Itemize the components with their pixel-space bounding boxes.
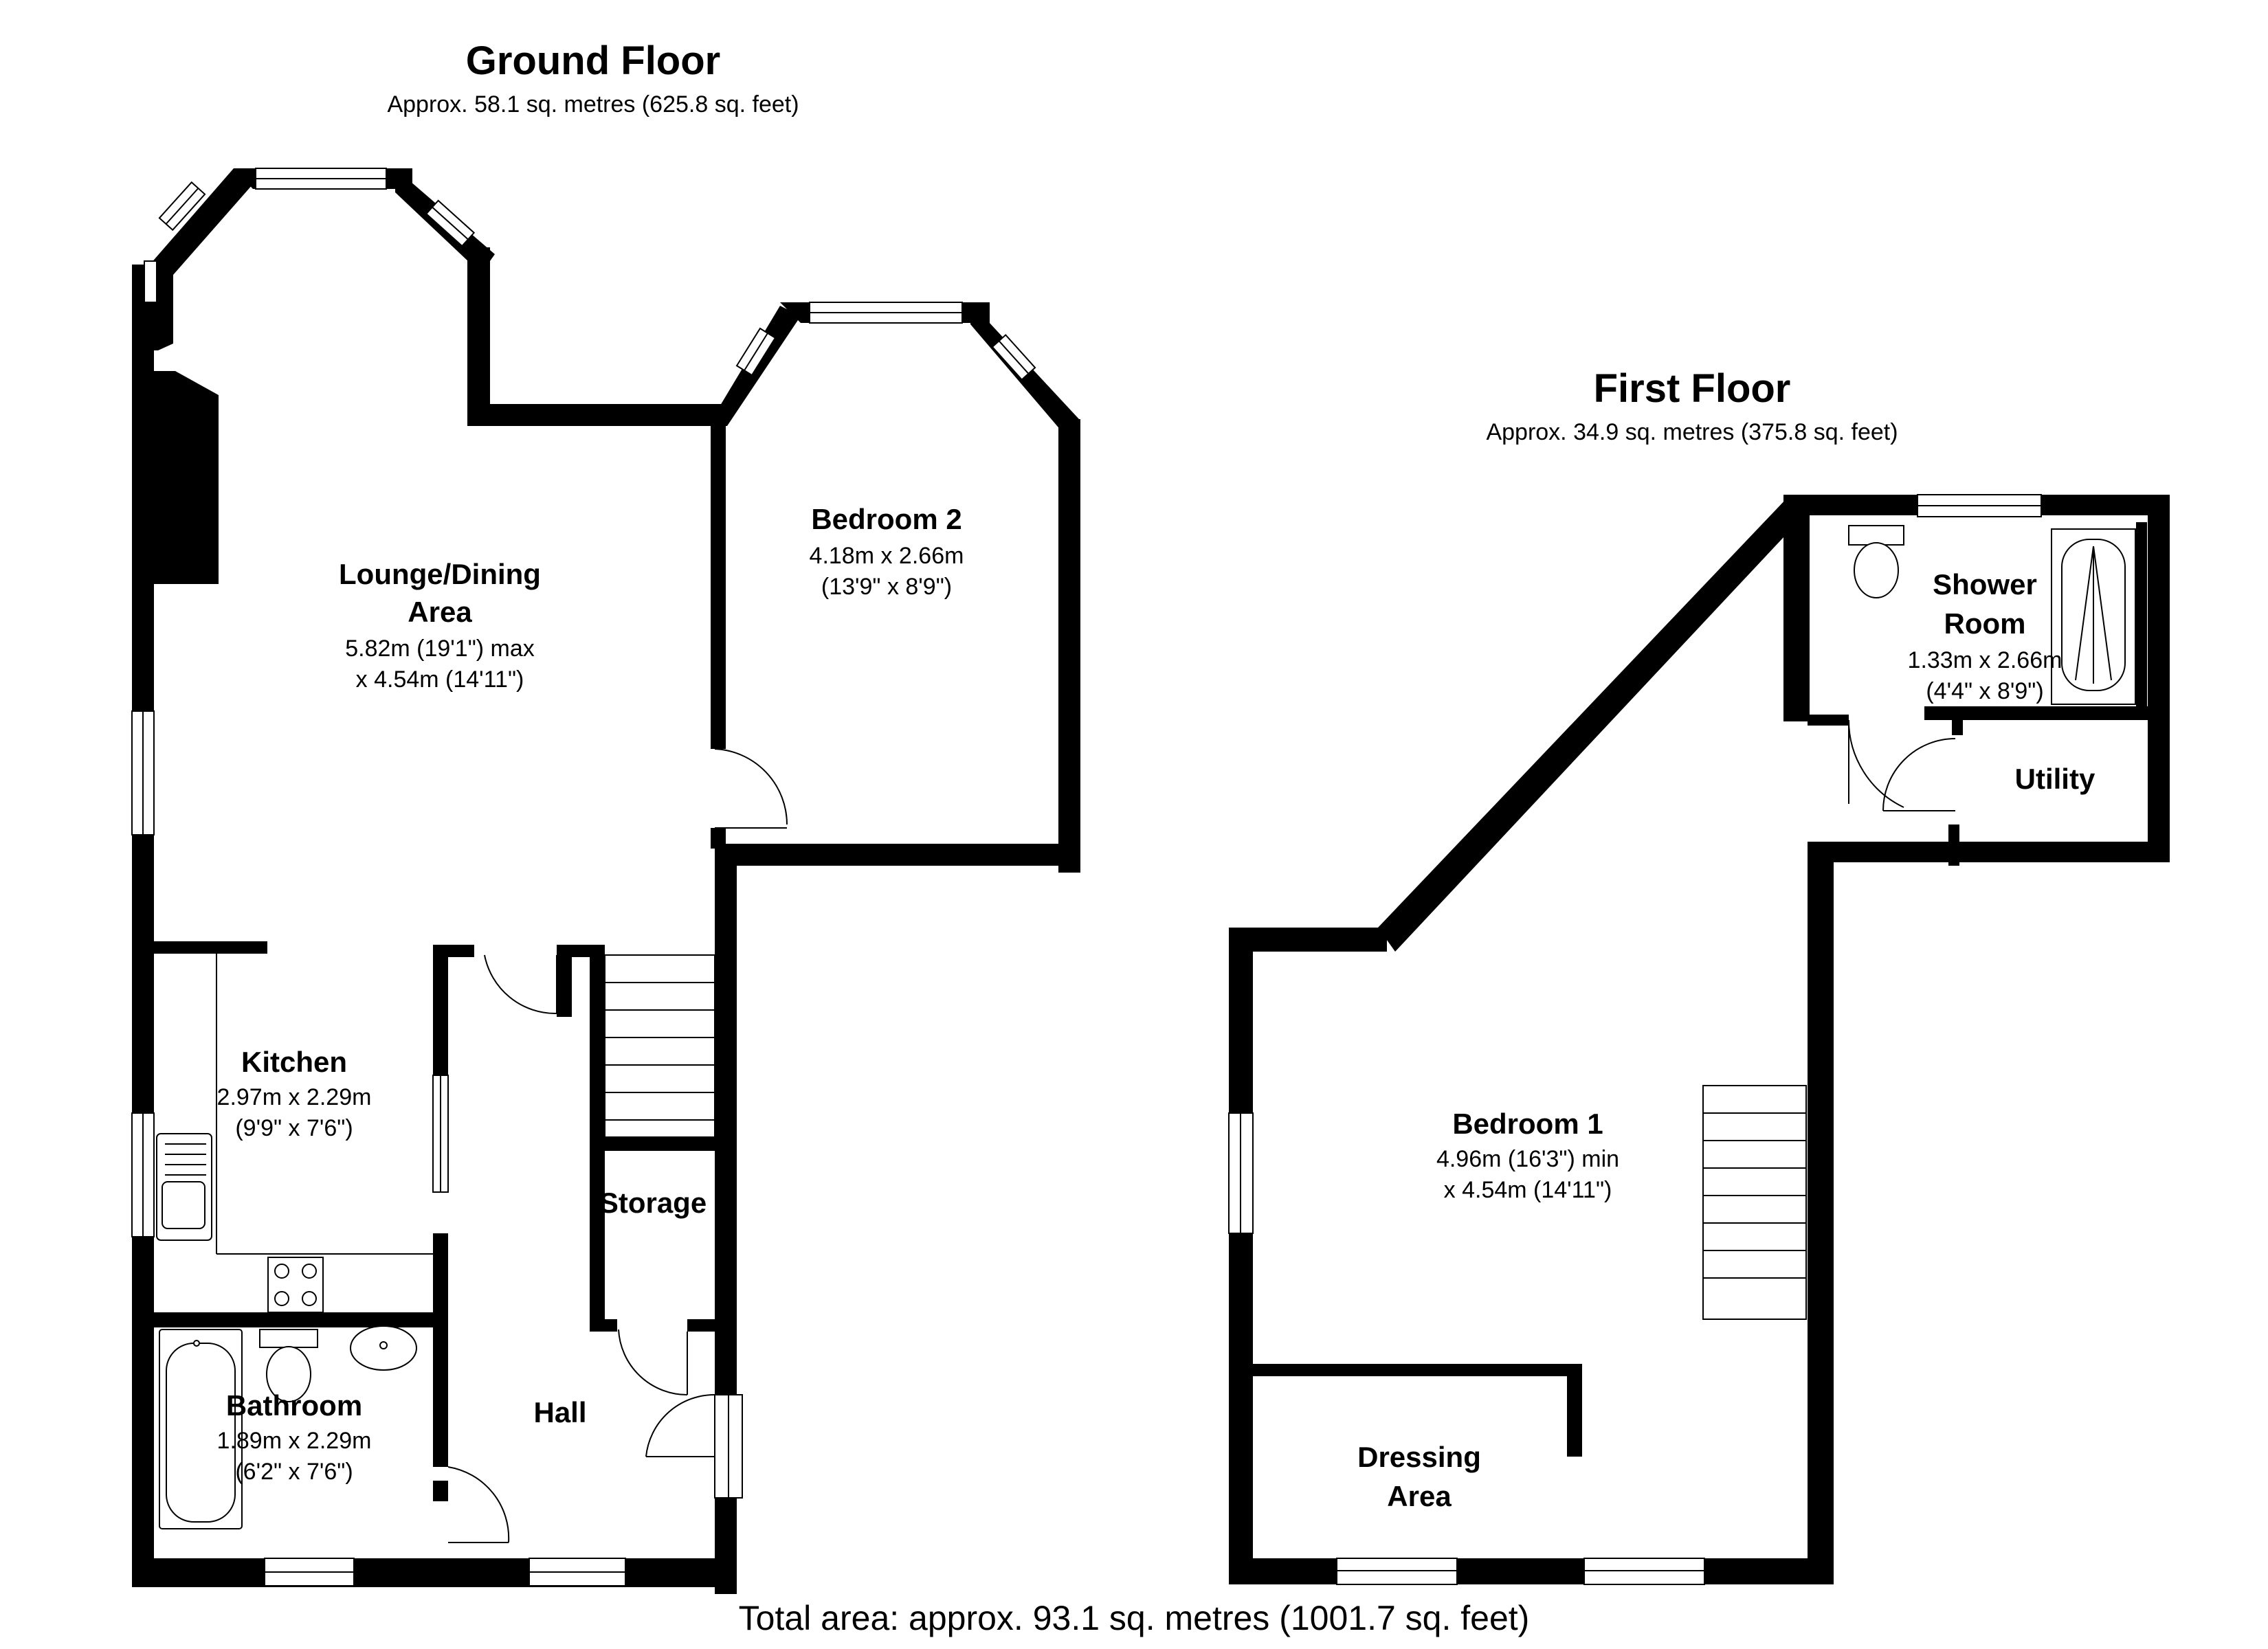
room-hall: Hall <box>533 1396 586 1428</box>
shower-room-fixtures <box>1848 525 2136 705</box>
ground-floor-area: Approx. 58.1 sq. metres (625.8 sq. feet) <box>387 91 799 117</box>
first-floor-title: First Floor <box>1594 366 1791 411</box>
ground-floor-doors <box>447 748 788 1543</box>
room-utility: Utility <box>2015 763 2095 795</box>
room-dimensions: (9'9" x 7'6") <box>235 1115 353 1141</box>
kitchen-units <box>156 954 433 1313</box>
room-dimensions: 5.82m (19'1") max <box>345 636 535 662</box>
first-floor-walls <box>1229 495 2170 1584</box>
room-kitchen: Kitchen 2.97m x 2.29m (9'9" x 7'6") <box>217 1046 372 1141</box>
room-label: Bedroom 2 <box>811 503 961 535</box>
first-floor-windows <box>1228 494 2042 1585</box>
room-dimensions: 4.96m (16'3") min <box>1436 1146 1619 1172</box>
room-label: Lounge/Dining <box>339 558 541 590</box>
ground-floor-stairs <box>604 954 715 1138</box>
room-bedroom-2: Bedroom 2 4.18m x 2.66m (13'9" x 8'9") <box>810 503 964 600</box>
ground-floor-windows <box>131 168 1036 1586</box>
ground-floor-plan: Ground Floor Approx. 58.1 sq. metres (62… <box>131 38 1080 1594</box>
ground-floor-title: Ground Floor <box>466 38 721 83</box>
room-label: Bedroom 1 <box>1452 1108 1603 1140</box>
room-dimensions: x 4.54m (14'11") <box>356 666 524 693</box>
first-floor-doors <box>1847 719 1956 811</box>
first-floor-fixtures <box>1702 525 2136 1320</box>
room-dimensions: (13'9" x 8'9") <box>821 574 952 600</box>
room-label: Bathroom <box>226 1389 362 1422</box>
room-bedroom-1: Bedroom 1 4.96m (16'3") min x 4.54m (14'… <box>1436 1108 1619 1203</box>
room-dimensions: 1.89m x 2.29m <box>217 1428 372 1454</box>
first-floor-stairs <box>1702 1085 1807 1320</box>
room-dimensions: x 4.54m (14'11") <box>1444 1177 1612 1203</box>
room-label: Room <box>1944 607 2026 640</box>
room-storage: Storage <box>599 1187 707 1219</box>
room-label: Area <box>1387 1480 1452 1512</box>
first-floor-area: Approx. 34.9 sq. metres (375.8 sq. feet) <box>1486 419 1898 445</box>
room-dimensions: 2.97m x 2.29m <box>217 1084 372 1110</box>
room-lounge-dining: Lounge/Dining Area 5.82m (19'1") max x 4… <box>339 558 541 693</box>
room-label: Dressing <box>1357 1441 1481 1473</box>
room-label: Kitchen <box>241 1046 347 1078</box>
room-dimensions: 4.18m x 2.66m <box>810 543 964 569</box>
ground-floor-fixtures <box>156 954 715 1529</box>
room-dimensions: 1.33m x 2.66m <box>1908 647 2063 673</box>
room-shower: Shower Room 1.33m x 2.66m (4'4" x 8'9") <box>1908 568 2063 704</box>
room-dimensions: (6'2" x 7'6") <box>235 1459 353 1485</box>
first-floor-plan: First Floor Approx. 34.9 sq. metres (375… <box>1228 366 2170 1585</box>
room-bathroom: Bathroom 1.89m x 2.29m (6'2" x 7'6") <box>217 1389 372 1485</box>
room-dressing-area: Dressing Area <box>1357 1441 1481 1512</box>
room-dimensions: (4'4" x 8'9") <box>1926 678 2043 704</box>
total-area: Total area: approx. 93.1 sq. metres (100… <box>739 1599 1530 1637</box>
bathroom-fixtures <box>159 1325 417 1529</box>
room-label: Shower <box>1933 568 2037 601</box>
room-label: Area <box>408 596 472 628</box>
